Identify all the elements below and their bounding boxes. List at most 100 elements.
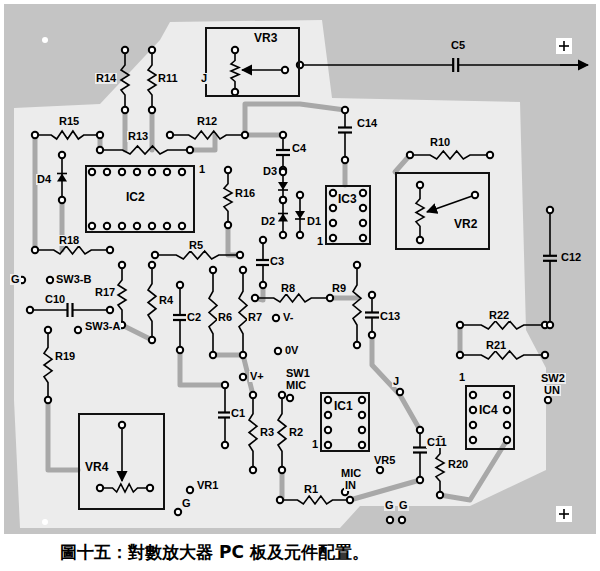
solder-pad xyxy=(325,427,331,433)
part-designator: IC4 xyxy=(478,404,499,416)
potentiometer-wiper xyxy=(121,425,123,481)
solder-pad xyxy=(147,485,153,491)
solder-pad xyxy=(45,397,51,403)
capacitor-plate xyxy=(413,451,427,453)
component-label: R13 xyxy=(127,131,149,142)
component-label: UN xyxy=(543,385,561,396)
solder-pad xyxy=(210,267,216,273)
solder-pad xyxy=(277,497,283,503)
copper-trace xyxy=(150,110,155,150)
solder-pad xyxy=(210,352,216,358)
resistor-symbol xyxy=(170,131,245,139)
solder-pad xyxy=(179,223,185,229)
solder-pad xyxy=(282,67,288,73)
capacitor-plate xyxy=(365,316,379,318)
copper-trace xyxy=(213,355,253,395)
diode-bar xyxy=(295,218,305,220)
diode-bar xyxy=(57,173,67,175)
copper-trace xyxy=(228,225,240,255)
capacitor-plate xyxy=(173,319,187,321)
component-label: R8 xyxy=(280,283,296,294)
component-label: R21 xyxy=(485,340,507,351)
solder-pad xyxy=(47,277,53,283)
resistor-symbol xyxy=(460,351,545,359)
copper-trace xyxy=(245,133,283,138)
solder-pad xyxy=(504,392,510,398)
solder-pad xyxy=(240,352,246,358)
component-label: C2 xyxy=(186,312,202,323)
resistor-symbol xyxy=(148,50,156,110)
solder-pad xyxy=(470,407,476,413)
solder-pad xyxy=(399,517,405,523)
component-label: R15 xyxy=(58,116,80,127)
copper-region xyxy=(14,20,546,528)
potentiometer-outline: VR2 xyxy=(395,172,490,250)
component-label: R12 xyxy=(196,116,218,127)
solder-pad xyxy=(149,223,155,229)
solder-pad xyxy=(260,282,266,288)
component-label: VR5 xyxy=(373,455,396,466)
component-label: V+ xyxy=(249,371,265,382)
component-label: C14 xyxy=(356,118,378,129)
capacitor-plate xyxy=(413,446,427,448)
solder-pad xyxy=(297,192,303,198)
corner-mark xyxy=(559,45,569,47)
component-label: IN xyxy=(344,480,357,491)
component-label: G xyxy=(384,500,395,511)
solder-pad xyxy=(59,152,65,158)
resistor-symbol xyxy=(249,395,257,470)
solder-pad xyxy=(175,509,181,515)
solder-pad xyxy=(330,220,336,226)
solder-pad xyxy=(177,282,183,288)
solder-pad xyxy=(250,392,256,398)
component-label: R7 xyxy=(247,312,263,323)
solder-pad xyxy=(354,342,360,348)
resistor-symbol xyxy=(239,270,247,355)
diode-symbol xyxy=(278,182,288,190)
solder-pad xyxy=(250,467,256,473)
component-label: R16 xyxy=(234,188,256,199)
solder-pad xyxy=(359,442,365,448)
solder-pad xyxy=(297,62,303,68)
copper-trace xyxy=(122,325,152,340)
solder-pad xyxy=(59,197,65,203)
solder-pad xyxy=(27,307,33,313)
component-label: J xyxy=(200,73,208,84)
solder-pad xyxy=(280,132,286,138)
solder-pad xyxy=(104,169,110,175)
component-label: R5 xyxy=(188,240,204,251)
solder-pad xyxy=(252,295,258,301)
capacitor-symbol xyxy=(549,210,551,256)
solder-pad xyxy=(149,169,155,175)
component-label: D2 xyxy=(260,216,276,227)
solder-pad xyxy=(242,132,248,138)
solder-pad xyxy=(417,237,423,243)
solder-pad xyxy=(122,47,128,53)
capacitor-symbol xyxy=(179,285,181,315)
solder-pad xyxy=(279,392,285,398)
solder-pad xyxy=(457,322,463,328)
capacitor-symbol xyxy=(179,320,181,350)
component-label: J xyxy=(392,376,400,387)
component-label: R3 xyxy=(259,427,275,438)
potentiometer-wiper xyxy=(427,195,475,212)
copper-trace xyxy=(280,470,285,500)
solder-pad xyxy=(504,437,510,443)
solder-pad xyxy=(107,307,113,313)
component-label: D4 xyxy=(36,174,52,185)
solder-pad xyxy=(149,337,155,343)
solder-pad xyxy=(470,392,476,398)
resistor-symbol xyxy=(148,265,156,340)
solder-pad xyxy=(119,262,125,268)
resistor-symbol xyxy=(224,170,232,225)
figure-caption: 圖十五：對數放大器 PC 板及元件配置。 xyxy=(60,541,369,564)
solder-pad xyxy=(360,235,366,241)
solder-pad xyxy=(297,232,303,238)
solder-pad xyxy=(89,169,95,175)
solder-pad xyxy=(487,152,493,158)
capacitor-plate xyxy=(365,311,379,313)
part-designator: IC3 xyxy=(337,193,358,205)
part-designator: IC1 xyxy=(333,400,354,412)
capacitor-plate xyxy=(66,303,68,317)
